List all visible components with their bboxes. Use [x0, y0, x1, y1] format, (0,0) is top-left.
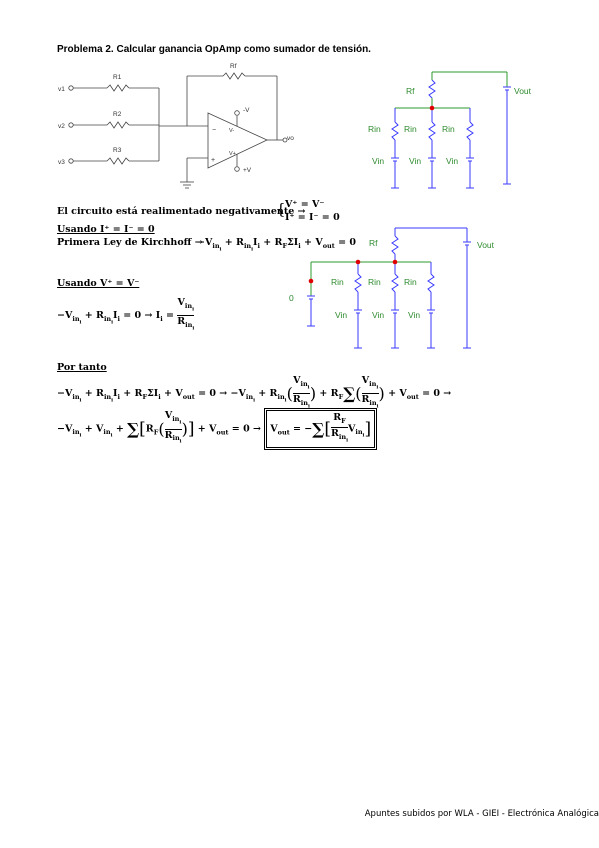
circuit-a-label-rin-3: Rin: [442, 124, 455, 134]
opamp-summing-schematic: v1 v2 v3 R1 R2 R3 Rf vo -V +V V- V+ − +: [58, 63, 294, 189]
problem-title: Problema 2. Calcular ganancia OpAmp como…: [57, 44, 371, 55]
kirchhoff-label: Primera Ley de Kirchhoff →: [57, 237, 203, 248]
circuit-b-label-rf: Rf: [369, 238, 378, 248]
circuit-b-label-rin-3: Rin: [404, 277, 417, 287]
circuit-a-label-vin-1: Vin: [372, 156, 384, 166]
condition-voltage: V⁺ = V⁻: [285, 199, 325, 210]
circuit-a-label-rf: Rf: [406, 86, 415, 96]
circuit-b-label-vin-1: Vin: [335, 310, 347, 320]
footer-credit: Apuntes subidos por WLA - GIEI - Electró…: [364, 809, 599, 819]
label-vo: vo: [287, 135, 294, 142]
derivation-step-1: −Vini + RiniIi + RFΣIi + Vout = 0 → −Vin…: [57, 375, 452, 410]
label-r1: R1: [113, 74, 122, 81]
ohm-equation: −Vini + RiniIi = 0 → Ii = Vini Rini: [57, 297, 195, 332]
circuit-a-label-rin-2: Rin: [404, 124, 417, 134]
kirchhoff-equation: −Vini + RiniIi + RFΣIi + Vout = 0: [197, 237, 356, 253]
condition-current: I⁺ = I⁻ = 0: [285, 212, 340, 223]
using-current-heading: Usando I⁺ = I⁻ = 0: [57, 224, 155, 235]
label-rf: Rf: [230, 63, 237, 70]
label-v1: v1: [58, 86, 65, 93]
equivalent-circuit-b: Rf Vout 0 Rin Rin Rin Vin Vin Vin: [289, 227, 495, 349]
circuit-b-label-rin-1: Rin: [331, 277, 344, 287]
circuit-b-label-vin-3: Vin: [408, 310, 420, 320]
therefore-heading: Por tanto: [57, 362, 107, 373]
label-v2: v2: [58, 123, 65, 130]
label-r2: R2: [113, 111, 122, 118]
label-v3: v3: [58, 159, 65, 166]
label-pos-supply: +V: [243, 167, 252, 174]
equivalent-circuit-a: Rf Vout Rin Rin Rin Vin Vin Vin: [368, 71, 532, 189]
circuit-a-label-vout: Vout: [514, 86, 532, 96]
circuit-b-label-rin-2: Rin: [368, 277, 381, 287]
circuit-a-label-vin-2: Vin: [409, 156, 421, 166]
label-noninv-input: V+: [229, 151, 236, 157]
label-neg-supply: -V: [243, 107, 250, 114]
circuit-b-label-vout: Vout: [477, 240, 495, 250]
svg-text:−: −: [212, 127, 216, 134]
circuit-b-label-node: 0: [289, 293, 294, 303]
feedback-statement: El circuito está realimentado negativame…: [57, 206, 306, 217]
using-voltage-heading: Usando V⁺ = V⁻: [57, 278, 140, 289]
label-r3: R3: [113, 147, 122, 154]
svg-text:+: +: [211, 157, 215, 164]
circuit-b-label-vin-2: Vin: [372, 310, 384, 320]
label-inv-input: V-: [229, 128, 234, 134]
circuit-a-label-rin-1: Rin: [368, 124, 381, 134]
circuit-a-label-vin-3: Vin: [446, 156, 458, 166]
